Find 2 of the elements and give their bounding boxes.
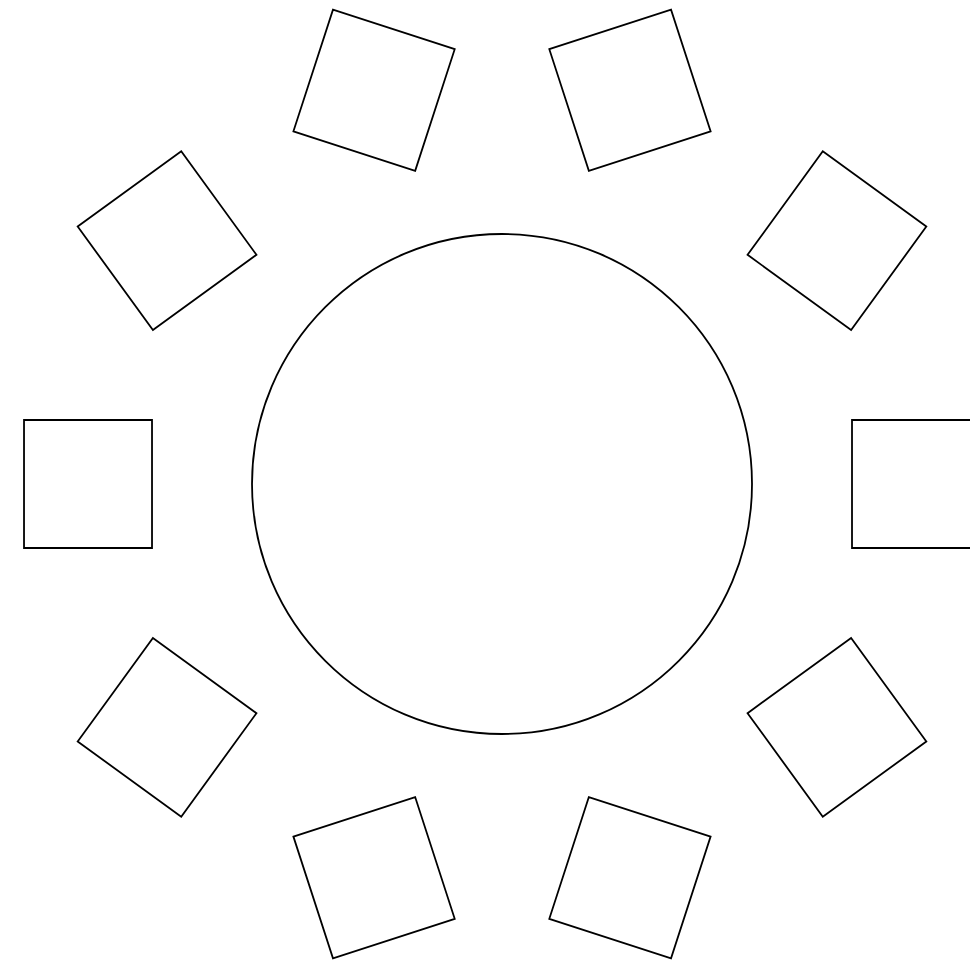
- square-box: [23, 419, 153, 549]
- circle-shape: [251, 233, 753, 735]
